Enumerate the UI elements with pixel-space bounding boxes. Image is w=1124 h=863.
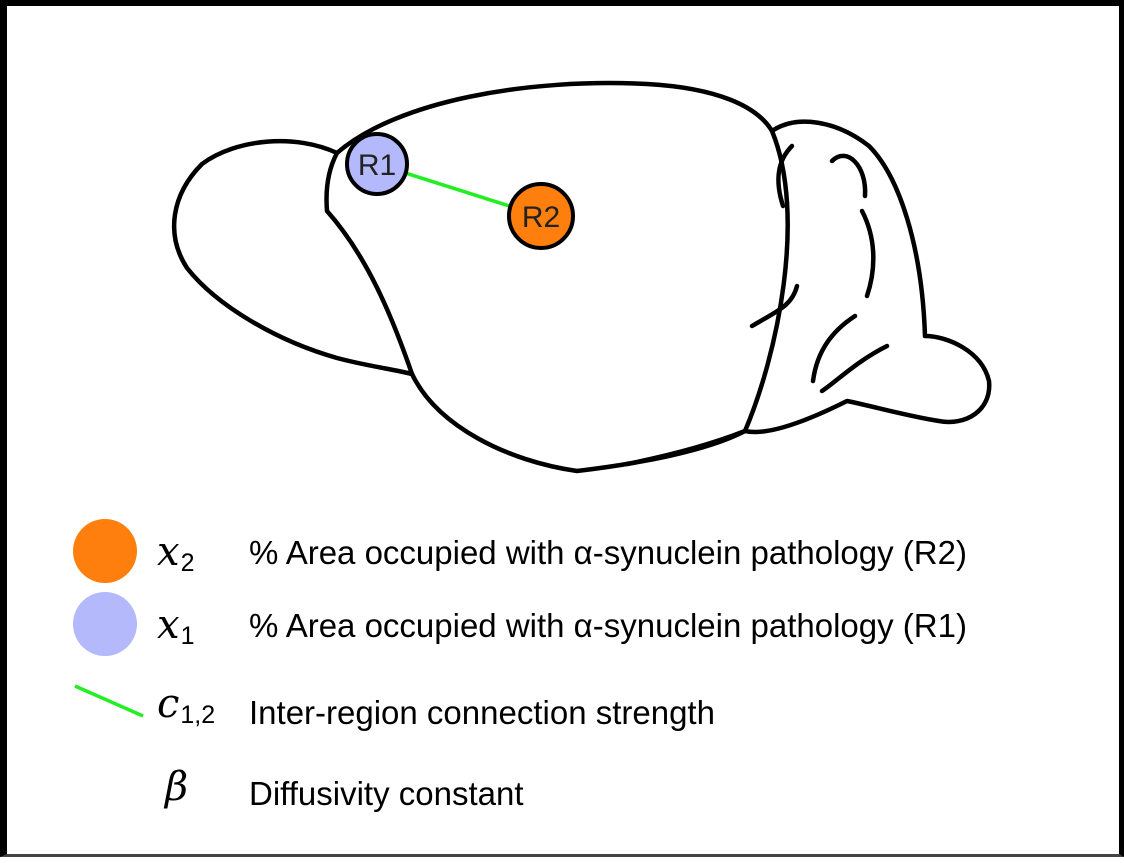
region-label-r1: R1: [358, 149, 396, 182]
cerebellum-fold: [822, 346, 887, 391]
legend-description-beta: Diffusivity constant: [249, 777, 524, 810]
brainstem-outline: [627, 431, 745, 464]
legend-description-c12: Inter-region connection strength: [249, 696, 715, 729]
lavender-circle-swatch: [73, 592, 137, 656]
orange-circle-swatch: [73, 519, 137, 583]
green-line-swatch-stroke: [75, 686, 143, 716]
cerebellum-fold: [832, 156, 865, 196]
legend-description-x1: % Area occupied with α-synuclein patholo…: [249, 609, 967, 642]
legend-description-x2: % Area occupied with α-synuclein patholo…: [249, 536, 967, 569]
legend-row-beta: β Diffusivity constant: [7, 759, 1124, 829]
legend-row-x2: x2 % Area occupied with α-synuclein path…: [7, 516, 1124, 586]
region-node-r1: R1: [347, 134, 407, 194]
legend-symbol-c12: c1,2: [157, 684, 215, 724]
cerebellum-fold: [752, 286, 797, 326]
region-node-r2: R2: [509, 184, 573, 248]
legend-row-c12: c1,2 Inter-region connection strength: [7, 674, 1124, 744]
green-line-swatch: [73, 682, 153, 722]
legend-symbol-x1: x1: [157, 605, 194, 645]
region-label-r2: R2: [522, 201, 560, 234]
legend-row-x1: x1 % Area occupied with α-synuclein path…: [7, 589, 1124, 659]
legend-symbol-x2: x2: [157, 532, 194, 572]
legend-symbol-beta: β: [165, 767, 188, 807]
cerebellum-fold: [862, 211, 873, 296]
